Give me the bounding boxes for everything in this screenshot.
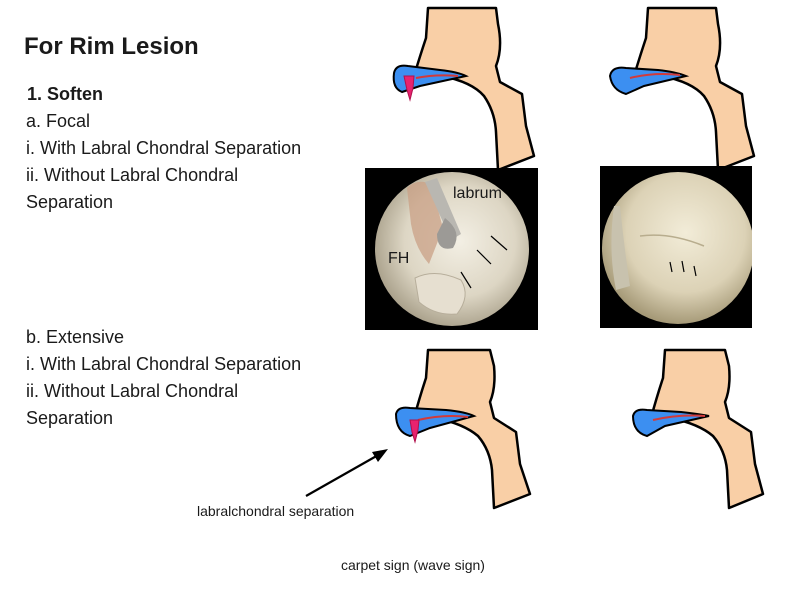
extensive-item-without-separation-cont: Separation [26,408,114,428]
arrow-mark [681,260,685,273]
separation-pointer-arrow [305,449,388,497]
focal-item-with-separation: i. With Labral Chondral Separation [26,138,302,158]
acetabulum-bone [412,348,532,510]
focal-list: a. Focal i. With Labral Chondral Separat… [26,108,301,216]
extensive-list: b. Extensive i. With Labral Chondral Sep… [26,324,301,432]
cartilage-line [629,73,681,79]
arthroscopy-photo-extensive [600,166,752,328]
hip-diagram-focal-with-separation [392,6,536,172]
cartilage-line [417,415,469,421]
separation-mark [409,419,420,444]
arrow-mark [460,271,472,289]
focal-item-without-separation: ii. Without Labral Chondral [26,165,239,185]
focal-label: a. Focal [26,111,91,131]
hip-diagram-extensive-with-separation [394,348,532,510]
arrow-mark [476,249,492,265]
arthroscopy-photo-focal: labrum FH [365,168,538,330]
slide-title: For Rim Lesion [24,33,199,60]
labrum-shape [608,66,690,96]
arrow-mark [490,235,508,251]
cartilage-line [652,414,706,421]
separation-caption: labralchondral separation [197,503,355,519]
hip-diagram-focal-without-separation [608,6,756,172]
extensive-label: b. Extensive [26,327,125,347]
femoral-head-label: FH [388,250,409,267]
carpet-sign-caption: carpet sign (wave sign) [341,557,485,573]
hip-diagram-extensive-without-separation [631,348,765,510]
separation-mark [403,75,415,102]
cartilage-line [415,74,459,79]
extensive-item-without-separation: ii. Without Labral Chondral [26,381,239,401]
arrow-mark [693,265,697,277]
acetabulum-bone [632,6,756,172]
arrow-mark [669,261,673,273]
focal-item-without-separation-cont: Separation [26,192,114,212]
labrum-label: labrum [453,185,502,202]
acetabulum-bone [649,348,765,510]
acetabulum-bone [412,6,536,172]
section-heading: 1. Soften [27,84,104,104]
extensive-item-with-separation: i. With Labral Chondral Separation [26,354,302,374]
